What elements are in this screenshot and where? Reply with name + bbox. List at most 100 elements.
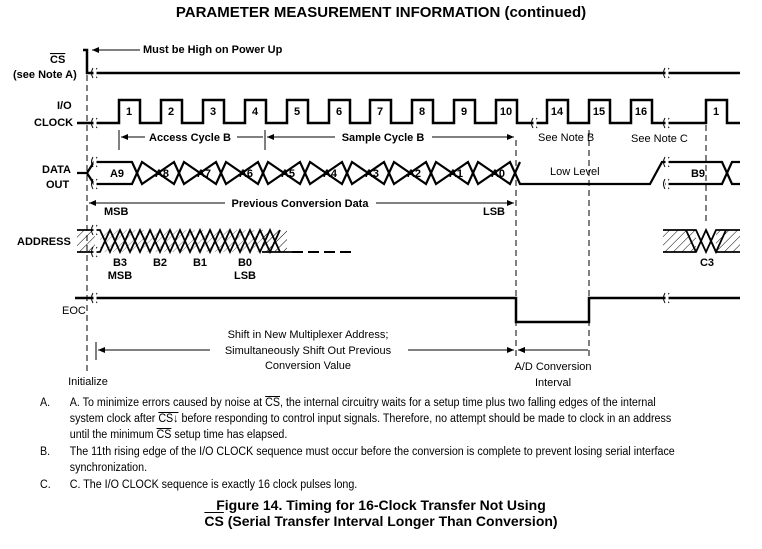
address-bit-sublabel: MSB — [108, 270, 133, 282]
break-gap — [665, 119, 669, 127]
clock-pulse-label: 3 — [210, 106, 216, 118]
access-cycle-label: Access Cycle B — [149, 132, 231, 144]
data-label: DATA — [42, 164, 71, 176]
data-out-waveform — [86, 160, 740, 186]
note-text: The 11th rising edge of the I/O CLOCK se… — [69, 446, 675, 474]
data-bit-label: A2 — [407, 168, 421, 180]
caption-line-2-text: (Serial Transfer Interval Longer Than Co… — [223, 513, 558, 529]
next-address-bit-label: C3 — [700, 257, 714, 269]
data-bit-label: A6 — [239, 168, 253, 180]
note-text-part: before responding to control input signa… — [69, 413, 672, 441]
cs-label: CS — [50, 54, 65, 66]
clock-pulse-label: 2 — [168, 106, 174, 118]
data-bit-label: A4 — [323, 168, 338, 180]
note-text: A. To minimize errors caused by noise at… — [70, 395, 691, 443]
address-hatched-region — [716, 230, 740, 252]
note-letter: A. — [40, 397, 51, 409]
note-cs: CS — [265, 397, 280, 409]
break-gap — [665, 294, 669, 302]
cs-waveform — [83, 48, 740, 75]
break-gap — [93, 248, 97, 256]
conversion-interval-arrowhead — [518, 347, 525, 353]
out-label: OUT — [46, 179, 70, 191]
clock-pulse-label: 1 — [126, 106, 132, 118]
clock-pulse-label: 9 — [461, 106, 467, 118]
break-gap — [533, 119, 537, 127]
figure-caption: Figure 14. Timing for 16-Clock Transfer … — [0, 497, 762, 529]
address-hatched-region — [77, 230, 95, 252]
data-bit-label: A0 — [491, 168, 505, 180]
clock-pulse-label: 7 — [377, 106, 383, 118]
sample-cycle-label: Sample Cycle B — [342, 132, 425, 144]
clock-pulse-label: 4 — [252, 106, 259, 118]
clock-pulse-label: 8 — [419, 106, 425, 118]
see-note-c-label: See Note C — [631, 133, 688, 145]
initialize-label: Initialize — [68, 376, 108, 388]
note-cs: CS — [156, 429, 172, 441]
address-waveform — [77, 227, 281, 255]
next-data-bit-label: B9 — [691, 168, 705, 180]
eoc-label: EOC — [62, 305, 86, 317]
address-hatched-region — [100, 230, 262, 252]
break-gap — [665, 69, 669, 77]
msb-label: MSB — [104, 206, 129, 218]
clock-pulse-label: 14 — [551, 106, 564, 118]
break-gap — [93, 158, 97, 166]
break-gap — [93, 119, 97, 127]
break-gap — [93, 180, 97, 188]
shift-text-3: Conversion Value — [265, 360, 351, 372]
data-bit-label: A1 — [449, 168, 463, 180]
note-text-part: setup time has elapsed. — [171, 429, 288, 441]
caption-line-2: CS (Serial Transfer Interval Longer Than… — [0, 513, 762, 529]
clock-pulse-label: 5 — [294, 106, 300, 118]
caption-cs: CS — [204, 513, 224, 529]
note-b: B. The 11th rising edge of the I/O CLOCK… — [40, 444, 691, 476]
data-bit-label: A3 — [365, 168, 379, 180]
address-bit-label: B0 — [238, 257, 252, 269]
note-c: C. C. The I/O CLOCK sequence is exactly … — [40, 477, 691, 493]
address-bit-label: B1 — [193, 257, 207, 269]
note-a: A. A. To minimize errors caused by noise… — [40, 395, 691, 443]
io-clock-waveform — [77, 98, 740, 125]
ad-conversion-label-2: Interval — [535, 377, 571, 389]
see-note-b-label: See Note B — [538, 132, 594, 144]
break-gap — [93, 69, 97, 77]
address-waveform — [685, 229, 727, 255]
shift-text-1: Shift in New Multiplexer Address; — [228, 329, 389, 341]
break-gap — [665, 158, 669, 166]
data-out-waveform — [77, 160, 740, 186]
note-letter: B. — [40, 446, 51, 458]
clock-pulse-label: 15 — [593, 106, 605, 118]
cs-note-label: (see Note A) — [13, 69, 77, 81]
notes: A. A. To minimize errors caused by noise… — [40, 395, 691, 494]
clock-pulse-label: 10 — [500, 106, 512, 118]
clock-pulse-label: 1 — [713, 106, 719, 118]
page-title: PARAMETER MEASUREMENT INFORMATION (conti… — [175, 4, 587, 21]
clock-pulse-label: 16 — [635, 106, 647, 118]
note-text: C. The I/O CLOCK sequence is exactly 16 … — [69, 479, 358, 491]
previous-data-label: Previous Conversion Data — [232, 198, 370, 210]
break-gap — [93, 294, 97, 302]
note-cs: CS↓ — [158, 413, 179, 425]
address-bit-sublabel: LSB — [234, 270, 256, 282]
address-label: ADDRESS — [17, 236, 71, 248]
break-gap — [93, 226, 97, 234]
lsb-label: LSB — [483, 206, 505, 218]
eoc-waveform — [75, 296, 740, 324]
note-text-part: A. To minimize errors caused by noise at — [69, 397, 266, 409]
must-be-high-label: Must be High on Power Up — [143, 44, 283, 56]
caption-line-1: Figure 14. Timing for 16-Clock Transfer … — [216, 497, 546, 513]
note-text-part: , the internal circuitry waits for a set… — [69, 397, 656, 425]
address-waveform — [77, 227, 281, 255]
address-hatched-region — [262, 230, 287, 252]
note-letter: C. — [40, 479, 51, 491]
shift-text-2: Simultaneously Shift Out Previous — [225, 345, 392, 357]
low-level-label: Low Level — [550, 166, 600, 178]
data-bit-label: A5 — [281, 168, 295, 180]
io-label: I/O — [57, 100, 72, 112]
address-bit-label: B3 — [113, 257, 127, 269]
data-bit-label: A8 — [155, 168, 169, 180]
ad-conversion-label-1: A/D Conversion — [514, 361, 591, 373]
